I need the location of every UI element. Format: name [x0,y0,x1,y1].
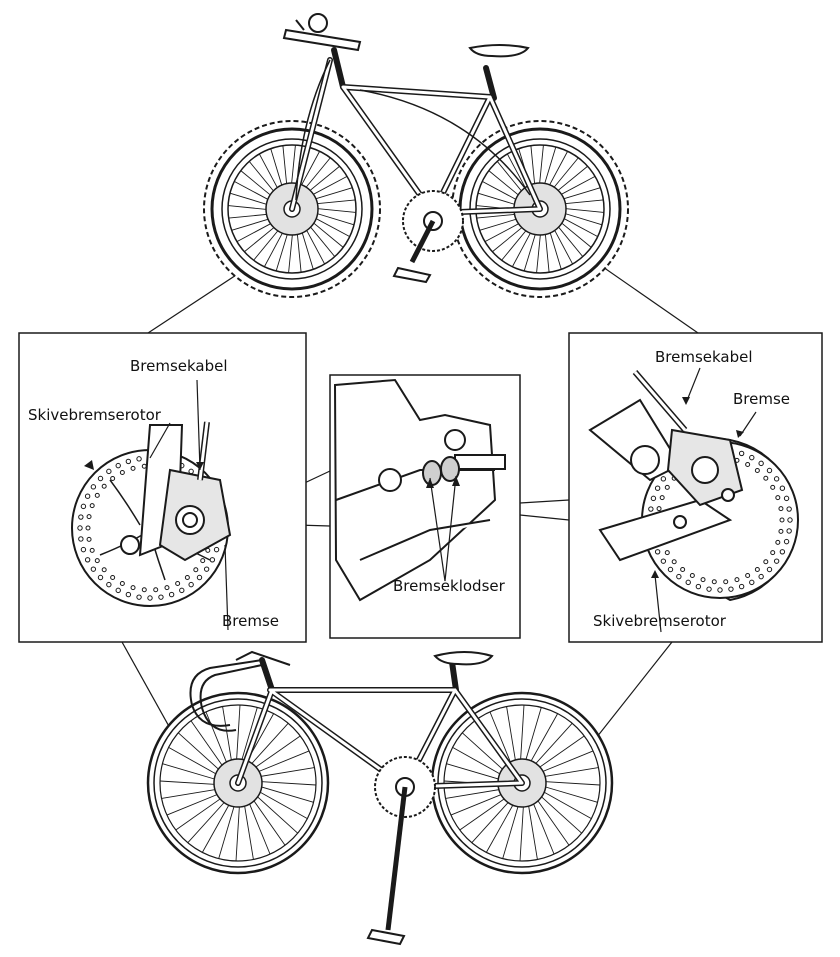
mtb-saddle [470,45,528,56]
center-brake-pad-inset [330,375,520,638]
mtb-handlebar [284,14,360,50]
right-rotor-label: Skivebremserotor [593,614,726,629]
road-bike [148,652,612,944]
road-saddle [435,652,492,664]
left-caliper-label: Bremse [222,614,279,629]
left-brake-cable-label: Bremsekabel [130,359,228,374]
right-brake-inset [569,333,822,642]
right-brake-cable-label: Bremsekabel [655,350,753,365]
right-caliper-label: Bremse [733,392,790,407]
mountain-bike [204,14,628,297]
left-brake-inset [19,333,306,642]
mtb-crank [394,191,463,282]
road-crank [368,757,435,944]
brake-pads-label: Bremseklodser [393,579,505,594]
left-rotor-label: Skivebremserotor [28,408,161,423]
